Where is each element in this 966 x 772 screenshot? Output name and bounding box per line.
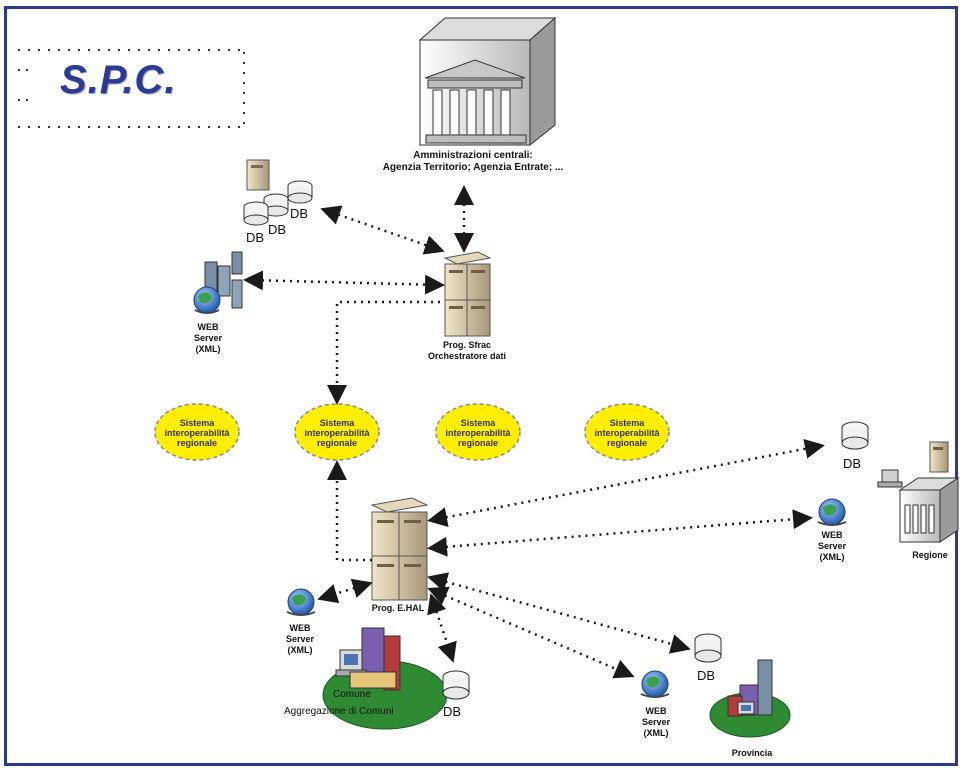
regione-building-icon	[877, 441, 960, 543]
ellipse-2-line2: interoperabilità	[304, 428, 370, 438]
top-db-label-1: DB	[246, 230, 265, 245]
arrow-hub-provincia-web	[427, 586, 635, 679]
regione-web-line1: WEB	[821, 530, 843, 540]
comune-web-line1: WEB	[289, 623, 311, 633]
ellipse-3-line2: interoperabilità	[445, 428, 511, 438]
ellipse-3-line1: Sistema	[460, 418, 496, 428]
top-web-server-icon	[193, 251, 243, 314]
top-web-line3: (XML)	[195, 344, 221, 354]
spc-box	[18, 49, 245, 128]
arrow-hub-regione-web	[427, 509, 813, 557]
ellipse-label-2: Sistema interoperabilità regionale	[295, 418, 379, 448]
provincia-area-icon	[709, 659, 791, 738]
top-web-label: WEB Server (XML)	[186, 322, 230, 355]
ellipse-4-line3: regionale	[606, 438, 647, 448]
arrow-hub-provincia-db	[427, 572, 691, 654]
ellipse-1-line1: Sistema	[179, 418, 215, 428]
ellipse-1-line2: interoperabilità	[164, 428, 230, 438]
diagram-title: S.P.C.	[60, 58, 177, 102]
comune-area-icon	[322, 627, 448, 730]
provincia-web-label: WEB Server (XML)	[634, 706, 678, 739]
ellipse-label-3: Sistema interoperabilità regionale	[436, 418, 520, 448]
ellipse-4-line2: interoperabilità	[594, 428, 660, 438]
ellipse-1	[154, 403, 240, 461]
top-server-line2: Orchestratore dati	[427, 351, 507, 361]
comune-web-server-icon	[286, 588, 316, 616]
comune-aggregation-label: Aggregazione di Comuni	[284, 706, 394, 717]
provincia-db-icon	[694, 633, 722, 663]
regione-db-icon	[841, 421, 869, 450]
provincia-web-server-icon	[640, 670, 670, 698]
top-db-label-3: DB	[290, 206, 309, 221]
comune-db-label: DB	[443, 704, 462, 719]
regione-label: Regione	[912, 550, 948, 560]
connector-arrows	[243, 185, 825, 679]
central-admin-line2: Agenzia Territorio; Agenzia Entrate; ...	[382, 162, 564, 173]
top-server-label: Prog. Sfrac Orchestratore dati	[412, 340, 522, 362]
regione-web-server-icon	[817, 498, 847, 526]
provincia-web-line3: (XML)	[643, 728, 669, 738]
hub-label: Prog. E.HAL	[371, 603, 425, 613]
comune-web-label: WEB Server (XML)	[278, 623, 322, 656]
central-admin-label: Amministrazioni centrali: Agenzia Territ…	[348, 150, 598, 174]
top-web-line1: WEB	[197, 322, 219, 332]
regione-web-line3: (XML)	[819, 552, 845, 562]
comune-label: Comune	[333, 689, 371, 700]
top-orchestrator-server-icon	[443, 251, 492, 337]
hub-server-icon	[370, 497, 429, 601]
regione-db-label: DB	[843, 456, 862, 471]
ellipse-label-4: Sistema interoperabilità regionale	[585, 418, 669, 448]
arrow-hub-regione-db	[427, 438, 825, 528]
arrow-hub-comune-db	[427, 593, 457, 663]
provincia-db-label: DB	[697, 668, 716, 683]
provincia-web-line2: Server	[641, 717, 671, 727]
ellipse-4-line1: Sistema	[609, 418, 645, 428]
comune-web-line3: (XML)	[287, 645, 313, 655]
regione-web-line2: Server	[817, 541, 847, 551]
ellipse-1-line3: regionale	[176, 438, 217, 448]
provincia-label: Provincia	[731, 748, 773, 758]
arrow-hub-comune-web	[317, 578, 373, 604]
ellipse-label-1: Sistema interoperabilità regionale	[155, 418, 239, 448]
provincia-web-line1: WEB	[645, 706, 667, 716]
top-db-cluster-icon	[243, 159, 313, 226]
ellipse-2	[294, 403, 380, 461]
ellipse-2-line3: regionale	[316, 438, 357, 448]
arrow-web-orchestrator	[243, 270, 445, 295]
arrow-hub-ellipse	[327, 460, 372, 562]
top-server-line1: Prog. Sfrac	[442, 340, 491, 350]
central-building-icon	[418, 16, 557, 147]
central-admin-line1: Amministrazioni centrali:	[413, 150, 533, 161]
arrow-db-orchestrator	[320, 205, 445, 255]
ellipse-2-line1: Sistema	[319, 418, 355, 428]
ellipse-3-line3: regionale	[457, 438, 498, 448]
top-db-label-2: DB	[268, 222, 287, 237]
arrow-orchestrator-ellipse	[327, 300, 440, 405]
comune-db-icon	[442, 670, 470, 700]
comune-web-line2: Server	[285, 634, 315, 644]
diagram-frame	[4, 6, 958, 766]
regione-web-label: WEB Server (XML)	[810, 530, 854, 563]
top-web-line2: Server	[193, 333, 223, 343]
